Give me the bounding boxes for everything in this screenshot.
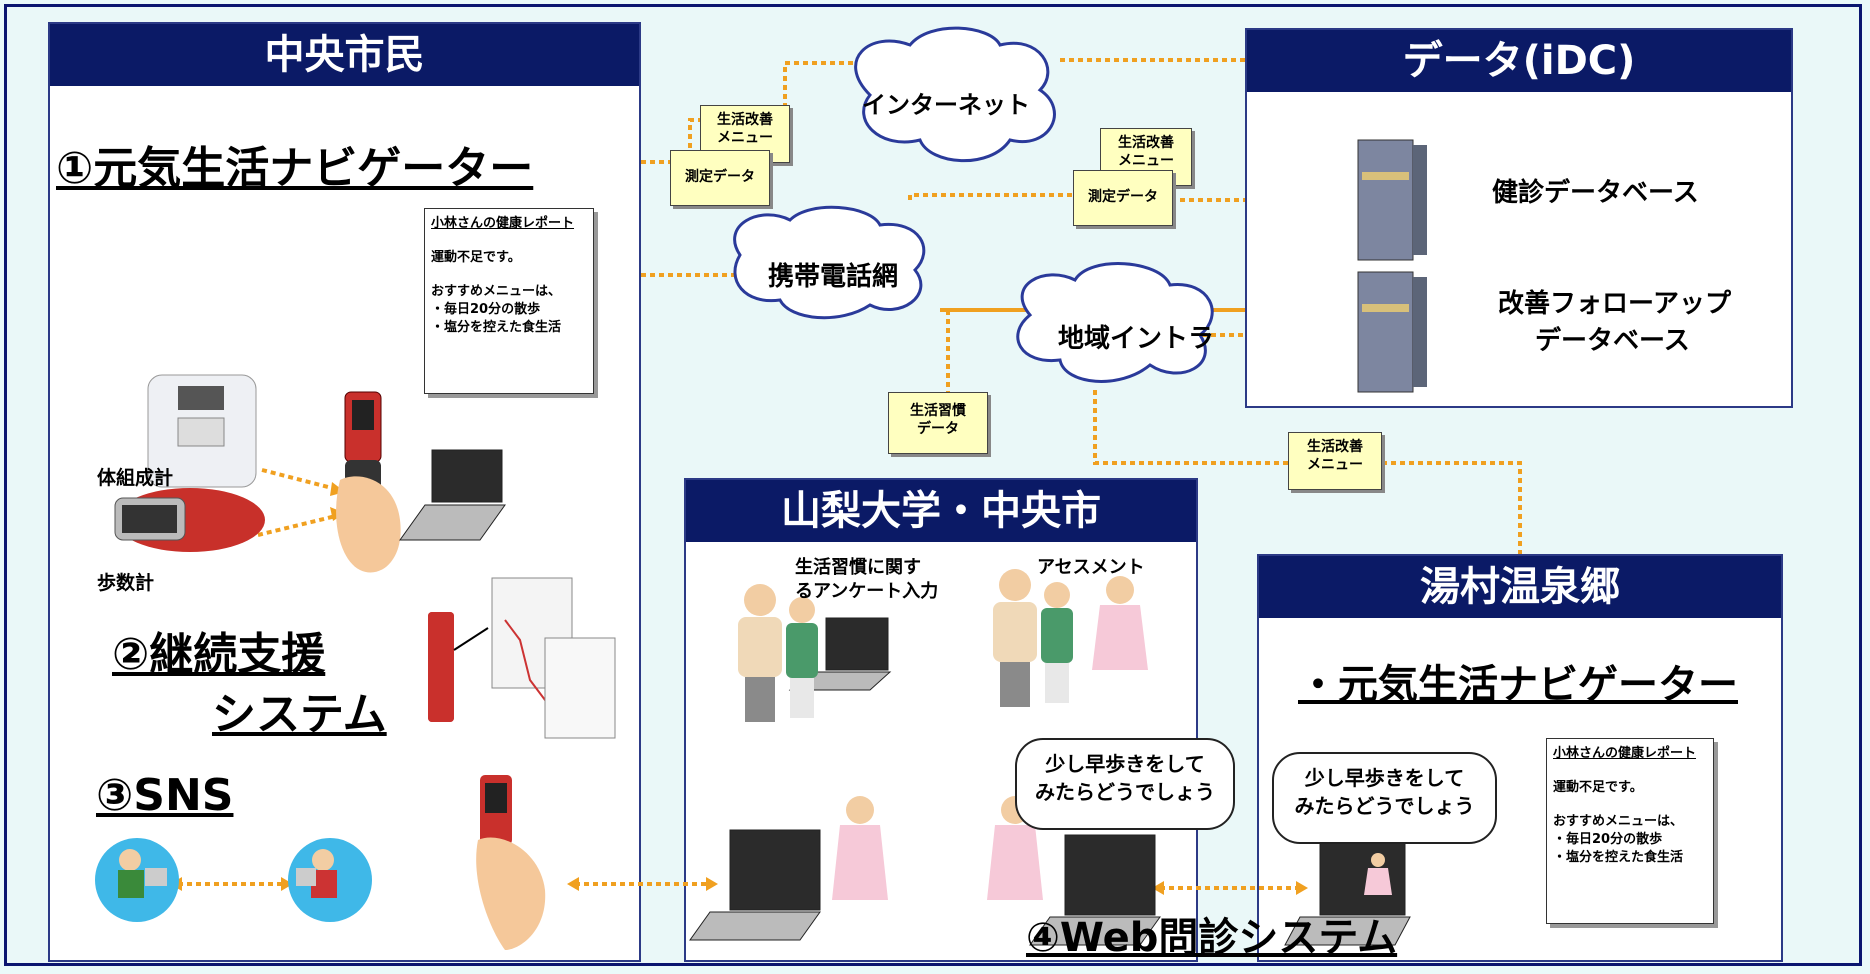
body-meter-label: 体組成計 (97, 467, 174, 489)
bubble-yumura-line1: 少し早歩きをして (1304, 766, 1465, 790)
pedometer-label: 歩数計 (97, 572, 155, 594)
report-y-line2: おすすめメニューは、 (1553, 814, 1684, 829)
web-system-text: ④Web問診システム (1026, 915, 1398, 961)
bubble-univ-line1: 少し早歩きをして (1045, 752, 1205, 776)
sns-heading: ③SNS (96, 770, 233, 821)
intra-cloud-label: 地域イントラ (1058, 324, 1215, 354)
sns-icons (95, 838, 372, 922)
note-menu-c: 生活改善 メニュー (1288, 432, 1382, 490)
report-line2: おすすめメニューは、 (431, 284, 562, 299)
support-system-heading: ②継続支援 システム (112, 625, 387, 745)
internet-cloud (854, 26, 1056, 163)
navigator-heading-text: ①元気生活ナビゲーター (56, 143, 534, 194)
bubble-univ-line2: みたらどうでしょう (1035, 780, 1215, 804)
report-y-line3: ・毎日20分の散歩 (1553, 832, 1663, 847)
yumura-navigator-text: ・元気生活ナビゲーター (1298, 662, 1738, 708)
server-icons (1357, 139, 1427, 393)
report-line3: ・毎日20分の散歩 (431, 302, 541, 317)
idc-panel-title: データ(iDC) (1247, 30, 1791, 92)
survey-label-1: 生活習慣に関す (795, 557, 921, 578)
db2-label-1: 改善フォローアップ (1498, 289, 1731, 319)
db2-label-2: データベース (1535, 326, 1690, 356)
db1-label: 健診データベース (1492, 178, 1699, 208)
report-y-title: 小林さんの健康レポート (1553, 746, 1697, 761)
yumura-navigator-heading: ・元気生活ナビゲーター (1298, 652, 1738, 710)
advice-bubble-yumura: 少し早歩きをして みたらどうでしょう (1272, 752, 1497, 844)
note-data-a: 測定データ (670, 150, 770, 206)
note-habit: 生活習慣 データ (888, 392, 988, 454)
report-y-line4: ・塩分を控えた食生活 (1553, 850, 1684, 865)
health-report-card: 小林さんの健康レポート 運動不足です。 おすすめメニューは、 ・毎日20分の散歩… (424, 208, 594, 394)
web-system-heading: ④Web問診システム (1026, 905, 1397, 963)
survey-label-2: るアンケート入力 (795, 581, 939, 602)
report-line1: 運動不足です。 (431, 250, 521, 265)
note-data-b: 測定データ (1073, 170, 1173, 226)
support-screen-icons (428, 577, 616, 739)
internet-cloud-label: インターネット (862, 91, 1030, 119)
mobile-cloud-label: 携帯電話網 (768, 262, 899, 292)
bubble-yumura-line2: みたらどうでしょう (1294, 794, 1475, 818)
pedometer-icon (114, 488, 265, 552)
yumura-panel-title: 湯村温泉郷 (1259, 556, 1781, 618)
report-title: 小林さんの健康レポート (431, 216, 575, 231)
support-line2: システム (212, 689, 387, 740)
body-meter-icon (147, 374, 257, 488)
navigator-heading: ①元気生活ナビゲーター (56, 132, 533, 196)
citizens-panel-title: 中央市民 (50, 24, 639, 86)
idc-panel: データ(iDC) (1245, 28, 1793, 408)
intra-cloud (1016, 262, 1214, 383)
advice-bubble-univ: 少し早歩きをして みたらどうでしょう (1015, 738, 1235, 830)
sns-heading-text: ③SNS (96, 770, 234, 821)
mobile-cloud (733, 205, 926, 320)
report-y-line1: 運動不足です。 (1553, 780, 1643, 795)
report-line4: ・塩分を控えた食生活 (431, 320, 562, 335)
health-report-card-yumura: 小林さんの健康レポート 運動不足です。 おすすめメニューは、 ・毎日20分の散歩… (1546, 738, 1714, 924)
laptop-icons (399, 449, 1411, 946)
univ-panel-title: 山梨大学・中央市 (686, 480, 1196, 542)
assessment-label: アセスメント (1037, 557, 1145, 578)
cloud-shapes (733, 26, 1214, 383)
support-line1: ②継続支援 (112, 629, 326, 680)
note-menu-b: 生活改善 メニュー (1100, 128, 1192, 186)
